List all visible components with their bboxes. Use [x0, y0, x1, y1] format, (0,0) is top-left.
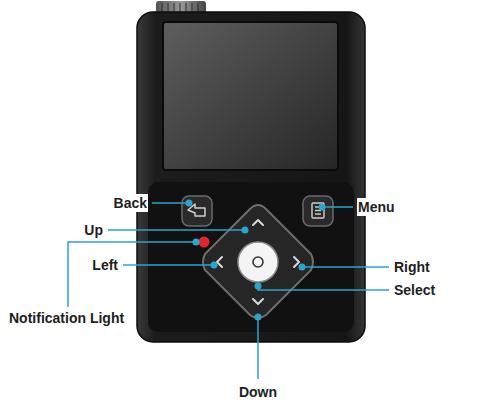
callout-label: Menu	[357, 198, 396, 216]
direction-arrows	[217, 220, 299, 304]
back-button	[182, 196, 212, 226]
select-icon	[253, 257, 263, 267]
callout-label: Down	[238, 383, 278, 401]
menu-button	[303, 196, 333, 226]
leader-lines	[68, 203, 389, 379]
callout-label: Back	[113, 194, 148, 212]
direction-pad	[203, 205, 313, 318]
notification-light	[199, 237, 210, 248]
leader-dots	[186, 200, 326, 321]
callout-label: Up	[83, 221, 104, 239]
callout-label: Notification Light	[8, 309, 125, 327]
screen	[163, 22, 338, 170]
callout-label: Right	[393, 258, 431, 276]
select-button	[238, 242, 278, 282]
button-panel	[148, 182, 354, 332]
pump-body	[137, 12, 365, 342]
callout-label: Select	[393, 281, 436, 299]
callout-label: Left	[91, 256, 119, 274]
